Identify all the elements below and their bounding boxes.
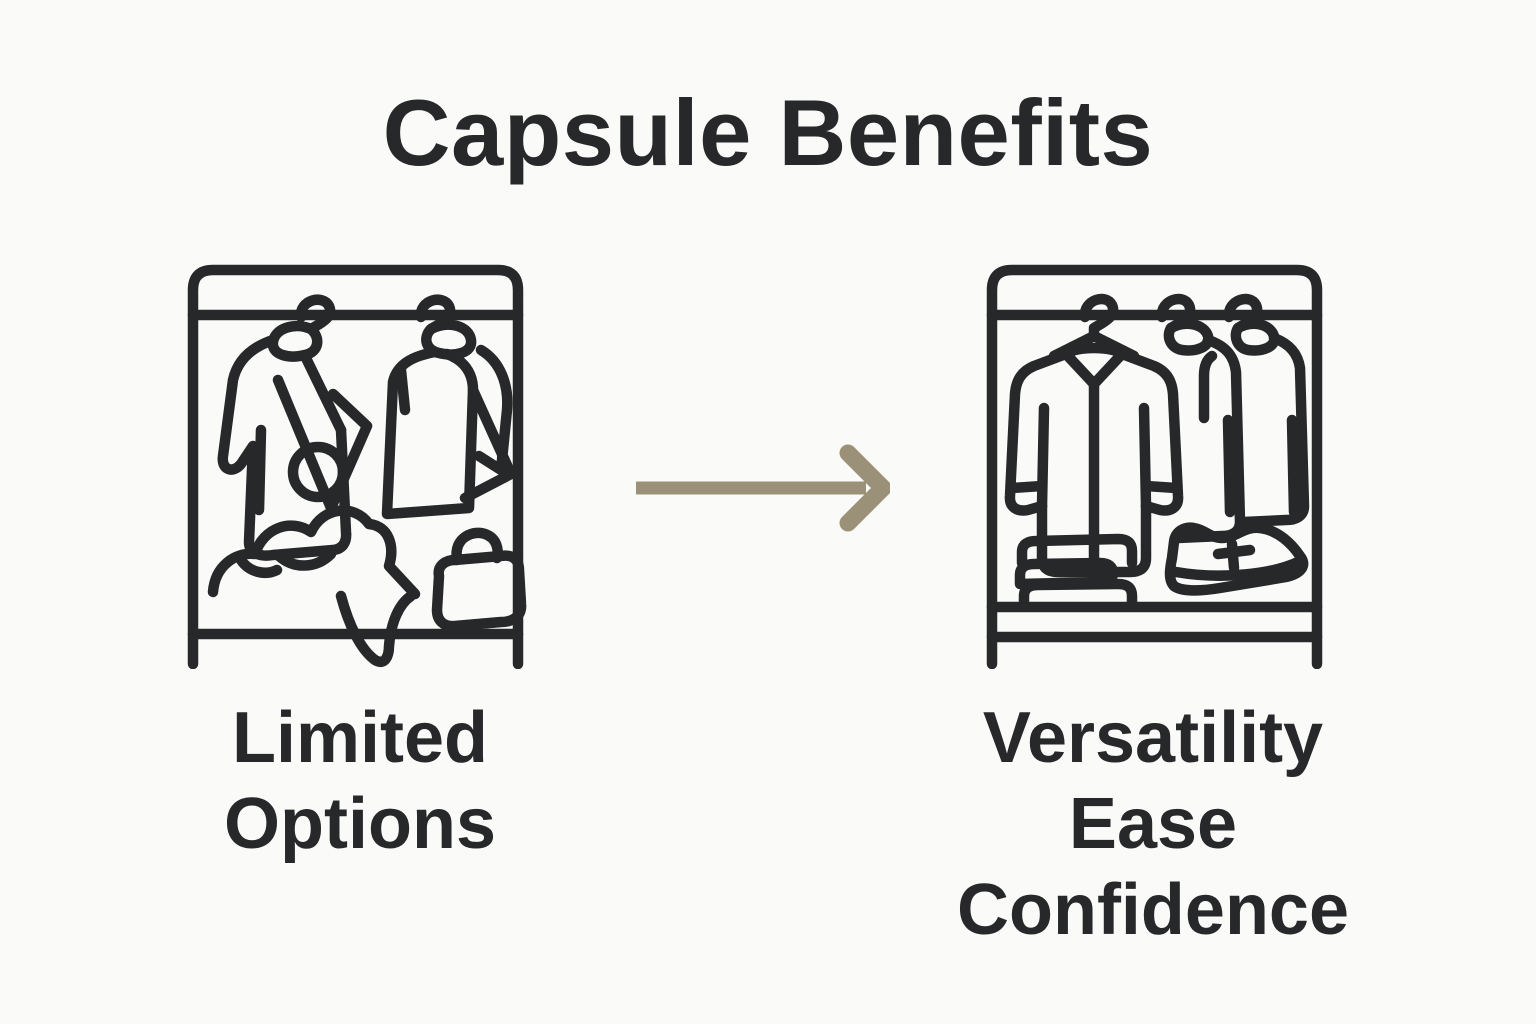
after-label-line-1: Versatility <box>982 698 1324 778</box>
wardrobe-frame <box>986 264 1323 669</box>
after-label: Versatility Ease Confidence <box>953 695 1353 953</box>
before-figure <box>183 260 528 669</box>
transition-arrow <box>632 432 890 544</box>
before-label-line-1: Limited <box>231 698 488 778</box>
handbag <box>431 527 527 632</box>
hanging-shirt-right <box>1198 293 1310 528</box>
folded-clothes-stack <box>1014 533 1138 612</box>
before-label: Limited Options <box>160 695 560 867</box>
after-label-line-3: Confidence <box>956 870 1350 950</box>
arrow-right-icon <box>636 444 890 532</box>
after-label-line-2: Ease <box>1068 784 1238 864</box>
clothes-pile <box>207 505 421 667</box>
page-title: Capsule Benefits <box>382 80 1154 185</box>
hanging-button-shirt <box>1004 293 1184 578</box>
organized-wardrobe-icon <box>986 264 1323 669</box>
messy-wardrobe-icon <box>187 264 527 669</box>
after-figure <box>982 260 1327 669</box>
tangled-shirt-left <box>217 294 373 561</box>
tangled-shirt-right <box>381 294 517 520</box>
before-label-line-2: Options <box>224 784 496 864</box>
sneaker <box>1164 522 1309 596</box>
